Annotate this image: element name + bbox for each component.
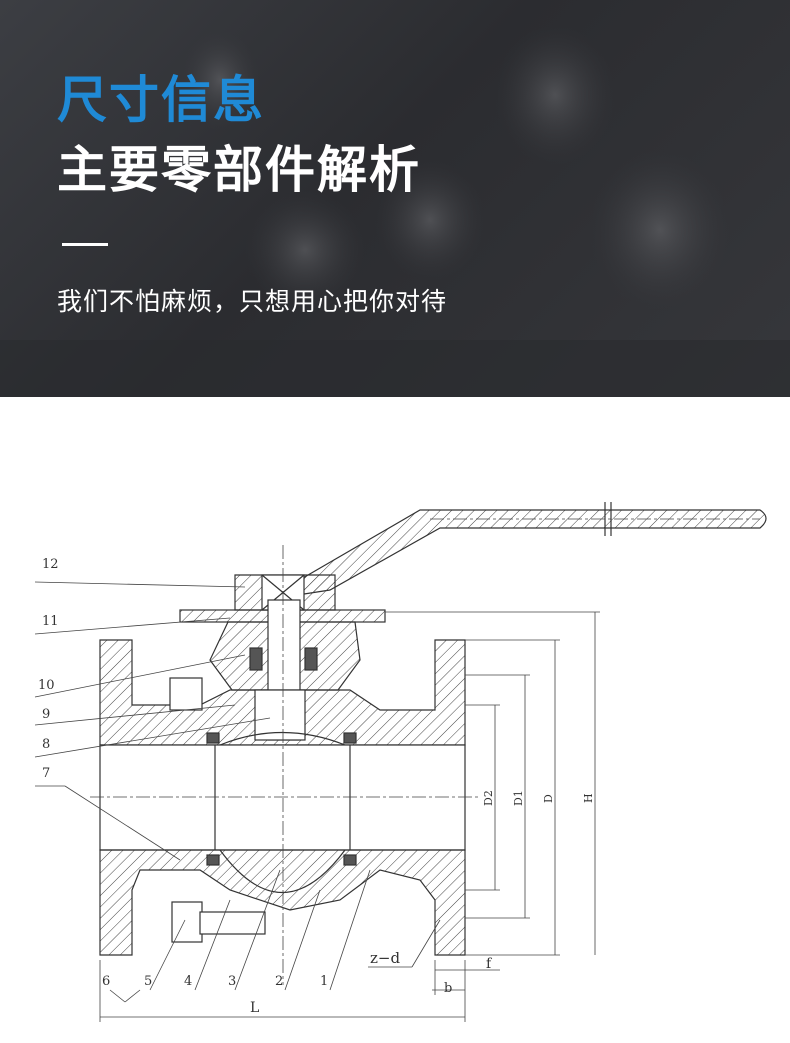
dim-label-d: D	[542, 794, 555, 803]
part-label-1: 1	[320, 974, 328, 989]
part-label-12: 12	[42, 557, 59, 572]
dim-label-z-d: z−d	[370, 949, 400, 967]
header-banner: 尺寸信息 主要零部件解析 我们不怕麻烦，只想用心把你对待	[0, 0, 790, 397]
part-label-6: 6	[102, 974, 110, 989]
dim-label-d1: D1	[512, 790, 525, 806]
part-label-8: 8	[42, 737, 50, 752]
title-divider	[62, 243, 108, 246]
subtitle: 我们不怕麻烦，只想用心把你对待	[57, 287, 448, 316]
dim-label-b: b	[444, 981, 452, 996]
part-label-7: 7	[42, 766, 50, 781]
dim-label-f: f	[486, 956, 493, 972]
part-label-9: 9	[42, 707, 50, 722]
part-label-3: 3	[228, 974, 236, 989]
dim-label-h: H	[582, 793, 595, 803]
valve-technical-drawing: 12 11 10 9 8 7 6 5 4 3 2 1 D2 D1 D H L b…	[34, 502, 767, 1022]
part-label-11: 11	[42, 614, 59, 629]
part-label-5: 5	[144, 974, 152, 989]
banner-background-photo	[0, 25, 790, 397]
part-label-10: 10	[38, 678, 55, 693]
dim-label-l: L	[250, 1000, 259, 1016]
dim-label-d2: D2	[482, 790, 495, 806]
title-line-2: 主要零部件解析	[57, 141, 421, 199]
part-label-2: 2	[275, 974, 283, 989]
part-label-4: 4	[184, 974, 192, 989]
title-line-1: 尺寸信息	[57, 71, 265, 129]
